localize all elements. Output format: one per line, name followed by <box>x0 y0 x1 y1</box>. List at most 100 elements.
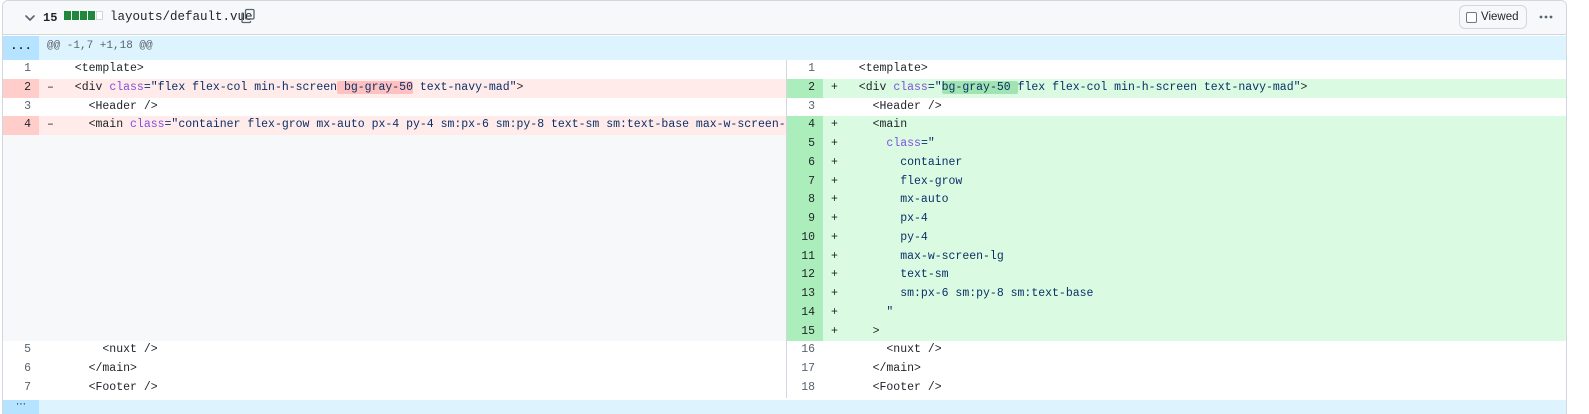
code-token: <nuxt /> <box>845 343 942 357</box>
line-code: py-4 <box>845 229 928 248</box>
code-token: class <box>130 118 165 132</box>
line-number[interactable]: 6 <box>24 362 31 375</box>
line-code: <Footer /> <box>845 379 942 398</box>
viewed-checkbox-button[interactable]: Viewed <box>1459 5 1527 29</box>
line-number[interactable]: 18 <box>801 380 815 394</box>
left-diff-line <box>3 322 786 342</box>
code-token: ="container flex-grow mx-auto px-4 py-4 … <box>164 118 807 132</box>
line-number[interactable]: 4 <box>3 116 39 135</box>
code-token: <Footer /> <box>845 380 942 394</box>
right-diff-line: 10+ py-4 <box>787 228 1566 248</box>
line-number[interactable]: 12 <box>787 266 823 285</box>
line-code: class=" <box>845 135 935 154</box>
code-token: <div <box>61 80 110 94</box>
right-diff-line: 16 <nuxt /> <box>787 341 1566 360</box>
line-number <box>3 285 39 304</box>
left-diff-line <box>3 191 786 210</box>
line-number[interactable]: 9 <box>787 210 823 229</box>
code-token: px-4 <box>845 212 928 225</box>
line-number[interactable]: 10 <box>787 228 823 248</box>
line-number[interactable]: 8 <box>787 191 823 210</box>
line-code: <Footer /> <box>61 379 158 398</box>
word-highlight: bg-gray-50 <box>337 80 413 94</box>
left-diff-line: 6 </main> <box>3 360 786 379</box>
addition-marker: + <box>831 268 838 282</box>
diffstat-block <box>80 11 87 20</box>
expand-up-button[interactable]: ... <box>3 36 39 60</box>
code-token: </main> <box>61 362 137 375</box>
code-token: py-4 <box>845 230 928 244</box>
line-number[interactable]: 13 <box>787 285 823 304</box>
line-number[interactable]: 2 <box>787 78 823 98</box>
left-diff-line <box>3 266 786 285</box>
line-code: <nuxt /> <box>61 341 157 360</box>
line-code: <nuxt /> <box>845 341 942 360</box>
line-number[interactable]: 2 <box>3 78 39 98</box>
diffstat-block <box>64 11 71 20</box>
line-code: <template> <box>61 60 144 79</box>
expand-down-button[interactable]: ⋯ <box>3 400 39 414</box>
bottom-expander: ⋯ <box>3 400 1566 414</box>
right-diff-line: 13+ sm:px-6 sm:py-8 sm:text-base <box>787 285 1566 304</box>
code-token: =" <box>920 137 935 150</box>
code-token: <template> <box>61 62 144 75</box>
line-code: text-sm <box>845 266 948 285</box>
line-code: <Header /> <box>61 98 158 117</box>
diff-left-side: 1 <template> 2– <div class="flex flex-col… <box>3 60 813 398</box>
code-token: <main <box>61 118 131 132</box>
diff-right-side: 1 <template>2+ <div class="bg-gray-50 fl… <box>786 60 1566 398</box>
line-number <box>3 153 39 173</box>
copy-icon[interactable] <box>240 8 256 24</box>
line-number[interactable]: 7 <box>24 380 31 394</box>
code-token: flex flex-col min-h-screen text-navy-mad… <box>1017 80 1301 94</box>
line-number[interactable]: 14 <box>787 303 823 323</box>
line-code: px-4 <box>845 210 928 229</box>
deletion-marker: – <box>47 80 54 94</box>
code-token: flex-grow <box>845 174 963 188</box>
left-diff-line: 2– <div class="flex flex-col min-h-scree… <box>3 78 786 98</box>
line-number <box>3 266 39 285</box>
left-diff-line: 7 <Footer /> <box>3 379 786 398</box>
viewed-checkbox[interactable] <box>1466 11 1477 23</box>
line-number[interactable]: 11 <box>787 247 823 267</box>
addition-marker: + <box>831 137 838 150</box>
line-code: > <box>845 323 880 342</box>
line-number[interactable]: 1 <box>808 62 815 75</box>
line-number[interactable]: 16 <box>801 343 815 357</box>
code-token: " <box>845 305 894 319</box>
file-name-link[interactable]: layouts/default.vue <box>110 10 253 24</box>
line-number[interactable]: 4 <box>787 116 823 135</box>
addition-marker: + <box>831 212 838 225</box>
line-number[interactable]: 6 <box>787 153 823 173</box>
chevron-down-icon[interactable] <box>22 10 38 26</box>
file-header: 15 layouts/default.vue Viewed <box>3 1 1566 35</box>
line-number[interactable]: 3 <box>24 99 31 113</box>
line-number[interactable]: 5 <box>787 135 823 154</box>
addition-marker: + <box>831 155 838 169</box>
word-highlight: bg-gray-50 <box>941 80 1018 94</box>
diffstat <box>64 11 103 20</box>
line-number[interactable]: 5 <box>24 343 31 357</box>
addition-marker: + <box>831 324 838 338</box>
line-code: max-w-screen-lg <box>845 248 1004 267</box>
line-number <box>3 228 39 248</box>
addition-marker: + <box>831 174 838 188</box>
code-token: </main> <box>845 362 921 375</box>
left-diff-line: 3 <Header /> <box>3 98 786 117</box>
line-number[interactable]: 7 <box>787 172 823 192</box>
addition-marker: + <box>831 80 838 94</box>
line-number <box>3 191 39 210</box>
right-diff-line: 18 <Footer /> <box>787 379 1566 398</box>
line-number[interactable]: 15 <box>787 322 823 342</box>
line-number[interactable]: 17 <box>801 362 815 375</box>
line-number <box>3 247 39 267</box>
line-number[interactable]: 3 <box>808 99 815 113</box>
addition-marker: + <box>831 249 838 263</box>
left-diff-line <box>3 153 786 173</box>
code-token: container <box>845 155 963 169</box>
line-code: <main <box>845 116 908 135</box>
line-number[interactable]: 1 <box>24 62 31 75</box>
kebab-horizontal-icon[interactable] <box>1536 7 1556 27</box>
left-diff-line <box>3 303 786 323</box>
